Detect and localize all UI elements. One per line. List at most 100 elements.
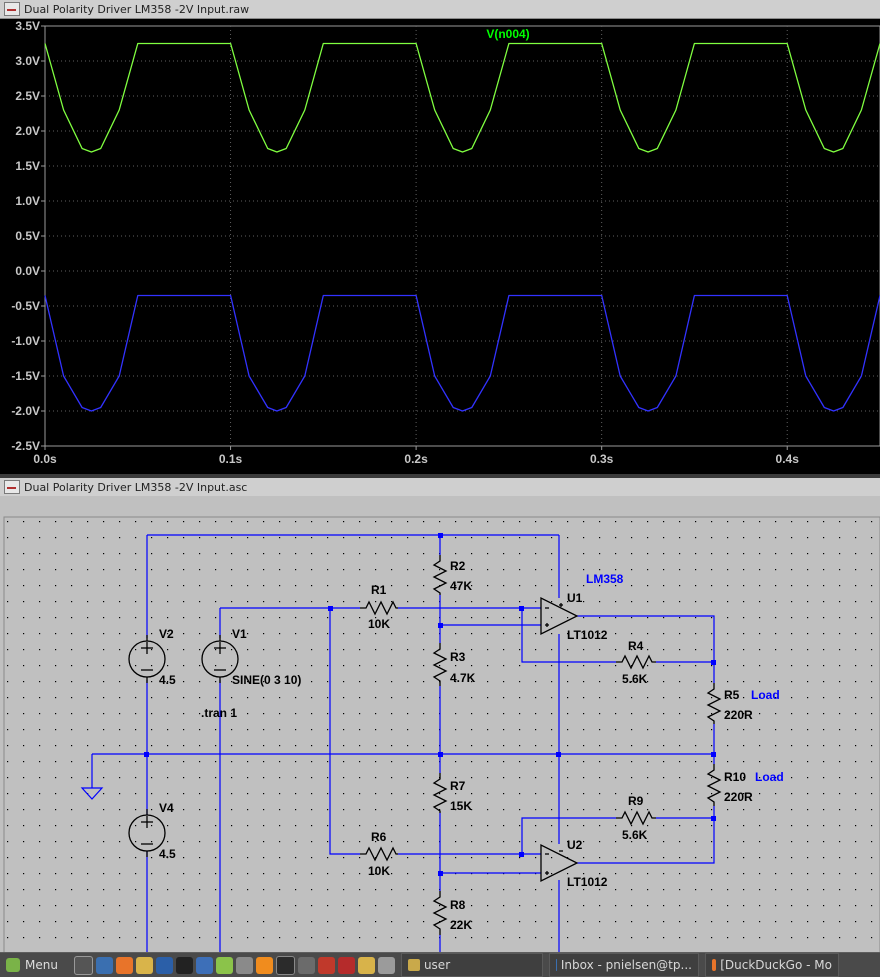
r7-value[interactable]: 15K — [450, 799, 472, 813]
resistor-r3 — [432, 643, 448, 686]
r5-value[interactable]: 220R — [724, 708, 753, 722]
plot-titlebar[interactable]: Dual Polarity Driver LM358 -2V Input.raw — [0, 0, 880, 19]
y-tick-label: -2.0V — [11, 404, 40, 418]
mint-logo-icon — [6, 958, 20, 972]
firefox-icon[interactable] — [115, 956, 133, 974]
x-tick-label: 0.0s — [33, 452, 57, 466]
opamp-u2 — [540, 843, 579, 883]
y-tick-label: -0.5V — [11, 299, 40, 313]
v1-value[interactable]: SINE(0 3 10) — [232, 673, 301, 687]
thunderbird-icon[interactable] — [95, 956, 113, 974]
terminal-icon[interactable] — [73, 955, 93, 975]
x-icon[interactable] — [377, 956, 395, 974]
v4-name[interactable]: V4 — [159, 801, 174, 815]
hdd-icon[interactable] — [235, 956, 253, 974]
inkscape-icon[interactable] — [175, 956, 193, 974]
p-icon[interactable] — [195, 956, 213, 974]
u1-name[interactable]: U1 — [567, 591, 583, 605]
menu-label: Menu — [25, 958, 58, 972]
r10-name[interactable]: R10 — [724, 770, 746, 784]
waveform-plot[interactable]: 3.5V3.0V2.5V2.0V1.5V1.0V0.5V0.0V-0.5V-1.… — [0, 18, 880, 474]
r9-name[interactable]: R9 — [628, 794, 644, 808]
v4-value[interactable]: 4.5 — [159, 847, 176, 861]
wires — [91, 534, 715, 952]
y-tick-label: 3.5V — [15, 19, 40, 33]
x-tick-label: 0.2s — [404, 452, 428, 466]
resistor-r9 — [616, 810, 656, 826]
r9-value[interactable]: 5.6K — [622, 828, 648, 842]
r4-name[interactable]: R4 — [628, 639, 644, 653]
vlc-icon[interactable] — [255, 956, 273, 974]
r3-value[interactable]: 4.7K — [450, 671, 476, 685]
u2-value[interactable]: LT1012 — [567, 875, 608, 889]
firefox-icon — [711, 959, 717, 971]
r2-value[interactable]: 47K — [450, 579, 472, 593]
monitor-icon[interactable] — [275, 955, 295, 975]
r5-load-label[interactable]: Load — [751, 688, 780, 702]
v1-name[interactable]: V1 — [232, 627, 247, 641]
task-label: [DuckDuckGo - Mo — [720, 958, 832, 972]
x-axis-ticks: 0.0s 0.1s 0.2s 0.3s 0.4s — [33, 446, 799, 466]
task-user-folder[interactable]: user — [400, 953, 543, 977]
r8-value[interactable]: 22K — [450, 918, 472, 932]
r8-name[interactable]: R8 — [450, 898, 466, 912]
x-tick-label: 0.4s — [776, 452, 800, 466]
folder-icon — [407, 959, 420, 971]
pen-icon[interactable] — [337, 956, 355, 974]
series-line-blue — [44, 294, 880, 412]
schematic-canvas[interactable]: R1 10K R2 47K R3 4.7K R4 5.6K R5 220R R6… — [0, 496, 880, 952]
series-line-green — [44, 42, 880, 153]
r1-name[interactable]: R1 — [371, 583, 387, 597]
y-tick-label: -2.5V — [11, 439, 40, 453]
r5-name[interactable]: R5 — [724, 688, 740, 702]
schematic-window-title: Dual Polarity Driver LM358 -2V Input.asc — [24, 480, 248, 494]
r10-value[interactable]: 220R — [724, 790, 753, 804]
folder-icon[interactable] — [357, 956, 375, 974]
red-icon[interactable] — [317, 956, 335, 974]
r7-name[interactable]: R7 — [450, 779, 466, 793]
task-label: Inbox - pnielsen@tp... — [560, 958, 692, 972]
lm358-comment[interactable]: LM358 — [586, 572, 624, 586]
y-tick-label: -1.5V — [11, 369, 40, 383]
u2-name[interactable]: U2 — [567, 838, 583, 852]
plot-window-title: Dual Polarity Driver LM358 -2V Input.raw — [24, 2, 250, 16]
r6-name[interactable]: R6 — [371, 830, 387, 844]
start-menu-button[interactable]: Menu — [0, 953, 64, 977]
y-tick-label: 2.0V — [15, 124, 40, 138]
x-tick-label: 0.3s — [590, 452, 614, 466]
v2-name[interactable]: V2 — [159, 627, 174, 641]
voltage-source-v1 — [201, 635, 239, 683]
r3-name[interactable]: R3 — [450, 650, 466, 664]
waveform-window: Dual Polarity Driver LM358 -2V Input.raw… — [0, 0, 880, 474]
schematic-window: Dual Polarity Driver LM358 -2V Input.asc — [0, 478, 880, 952]
r6-value[interactable]: 10K — [368, 864, 390, 878]
resistor-r8 — [432, 891, 448, 935]
task-firefox[interactable]: [DuckDuckGo - Mo — [704, 953, 839, 977]
voltage-source-v2 — [128, 635, 166, 683]
voltage-source-v4 — [128, 809, 166, 857]
plot-grid — [44, 25, 880, 447]
r2-name[interactable]: R2 — [450, 559, 466, 573]
schematic-titlebar[interactable]: Dual Polarity Driver LM358 -2V Input.asc — [0, 478, 880, 497]
leaf-icon[interactable] — [215, 956, 233, 974]
tran-directive[interactable]: .tran 1 — [201, 706, 237, 720]
plot-series — [44, 42, 880, 412]
u1-value[interactable]: LT1012 — [567, 628, 608, 642]
r1-value[interactable]: 10K — [368, 617, 390, 631]
word-icon[interactable] — [155, 956, 173, 974]
plot-frame — [44, 25, 880, 447]
y-tick-label: 1.0V — [15, 194, 40, 208]
x-tick-label: 0.1s — [219, 452, 243, 466]
v2-value[interactable]: 4.5 — [159, 673, 176, 687]
y-tick-label: 2.5V — [15, 89, 40, 103]
task-inbox[interactable]: Inbox - pnielsen@tp... — [548, 953, 699, 977]
junctions — [144, 533, 716, 876]
r4-value[interactable]: 5.6K — [622, 672, 648, 686]
chart-icon[interactable] — [297, 956, 315, 974]
taskbar: Menu user Inbox - pnielsen@tp... [DuckDu… — [0, 952, 880, 977]
r10-load-label[interactable]: Load — [755, 770, 784, 784]
resistor-r10 — [706, 764, 722, 806]
pencil-icon[interactable] — [135, 956, 153, 974]
trace-label[interactable]: V(n004) — [486, 27, 529, 41]
y-tick-label: -1.0V — [11, 334, 40, 348]
